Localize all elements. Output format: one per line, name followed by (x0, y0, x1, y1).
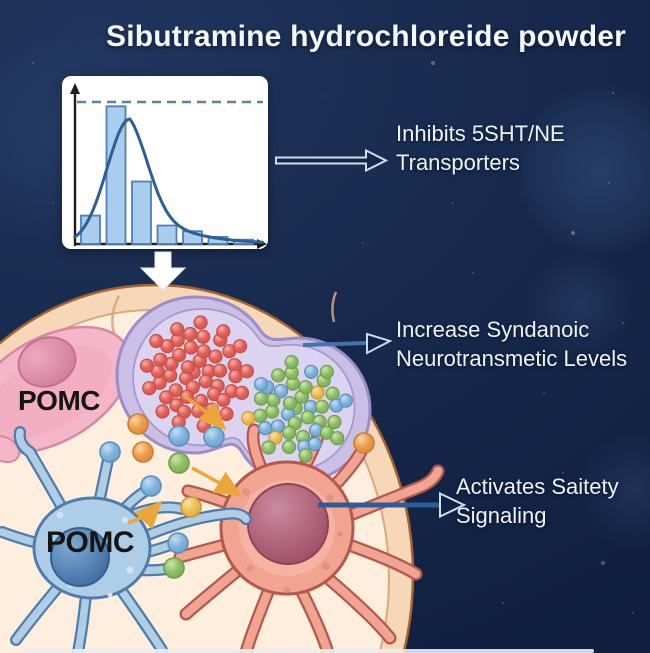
vesicle-sphere (216, 324, 231, 339)
arrow-inhibits-icon (275, 148, 389, 173)
neurotransmitter-sphere (168, 425, 190, 447)
vesicle-sphere (196, 344, 211, 359)
dendrite (181, 567, 241, 619)
histogram-chart (70, 83, 267, 249)
vesicle-sphere (208, 349, 223, 364)
vesicle-sphere (281, 439, 297, 455)
vesicle-sphere (139, 358, 155, 373)
histogram-panel (62, 76, 268, 249)
pink-cell-nucleus (17, 336, 77, 388)
annotation-inhibits: Inhibits 5SHT/NE Transporters (396, 119, 565, 177)
neurotransmitter-sphere (168, 452, 190, 474)
vesicle-sphere (307, 436, 322, 452)
vesicle-sphere (271, 368, 286, 383)
distribution-curve (73, 117, 264, 244)
annotation-line: Signaling (456, 503, 547, 528)
vesicle-sphere (338, 393, 353, 408)
dendrite (347, 541, 421, 579)
neurotransmitter-sphere (180, 496, 202, 518)
blue-neuron-nucleus (50, 527, 110, 587)
annotation-line: Activates Saitety (456, 474, 619, 499)
vesicle-sphere (170, 322, 185, 337)
vesicle-sphere (212, 363, 228, 378)
blue-neuron (0, 426, 252, 653)
histogram-bar (131, 180, 152, 245)
histogram-bar (156, 224, 178, 245)
vesicle-sphere (268, 430, 283, 445)
pomc-label-top: POMC (18, 385, 101, 416)
vesicle-green-sphere-cluster (241, 355, 353, 463)
vesicle-red-sphere-cluster (139, 315, 254, 433)
annotation-line: Neurotransmetic Levels (396, 346, 628, 371)
signal-arrows (127, 394, 243, 530)
pink-cell (0, 325, 132, 464)
vesicle-sphere (241, 411, 256, 426)
vesicle-sphere (149, 333, 164, 349)
vesicle-sphere (314, 399, 330, 414)
vesicle-sphere (233, 339, 248, 354)
vesicle-sphere (282, 425, 297, 440)
vesicle-sphere (298, 380, 313, 395)
dendrite (222, 509, 250, 523)
dendrite (297, 587, 333, 653)
pomc-label-bottom: POMC (46, 526, 135, 559)
vesicle-sphere (330, 431, 345, 446)
vesicle-sphere (234, 385, 250, 400)
vesicle-sphere (310, 385, 325, 400)
annotation-increase: Increase Syndanoic Neurotransmetic Level… (396, 315, 627, 373)
vesicle-sphere (298, 448, 313, 463)
vesicle-sphere (180, 360, 196, 375)
vesicle-sphere (142, 381, 157, 396)
vesicle-sphere (304, 364, 319, 379)
neurotransmitter-sphere (163, 557, 185, 579)
vesicle-sphere (274, 384, 289, 399)
vesicle-sphere (284, 355, 299, 370)
neurotransmitter-sphere (127, 413, 149, 435)
page-title: Sibutramine hydrochloreide powder (105, 20, 626, 53)
neurotransmitter-spheres (99, 413, 375, 579)
annotation-line: Transporters (396, 150, 520, 175)
arrow-increase-icon (302, 332, 393, 355)
vesicle-sphere (282, 396, 298, 411)
membrane-crease (111, 295, 121, 335)
neurotransmitter-sphere (99, 441, 121, 463)
vesicle-sphere (239, 364, 254, 379)
dendrite (415, 466, 443, 492)
y-axis-arrowhead (70, 83, 80, 94)
neurotransmitter-sphere (353, 432, 375, 454)
vesicle-sphere (153, 352, 168, 367)
vesicle-sphere (319, 364, 334, 379)
dendrite (15, 428, 34, 456)
vesicle-sphere (253, 391, 269, 406)
neurotransmitter-sphere (140, 475, 162, 497)
neurotransmitter-sphere (167, 532, 189, 554)
dendrite (343, 482, 425, 521)
vesicle-sphere (168, 383, 183, 398)
neurotransmitter-sphere (132, 441, 154, 463)
membrane-crease (331, 291, 338, 323)
dendrite (241, 587, 273, 653)
dendrite (248, 425, 267, 475)
vesicle-sphere (254, 377, 269, 392)
vesicle-sphere (258, 421, 273, 436)
vesicle-sphere (159, 390, 174, 405)
vesicle-sphere (196, 329, 211, 344)
vesicle-sphere (193, 315, 208, 330)
arrow-activates-icon (318, 491, 467, 519)
annotation-line: Inhibits 5SHT/NE (396, 121, 565, 146)
red-neuron-dendrites (173, 423, 445, 653)
vesicle-sphere (172, 348, 187, 363)
vesicle-sphere (155, 404, 170, 419)
vesicle-sphere (327, 414, 342, 430)
dendrite (325, 575, 395, 643)
vesicle-sphere (183, 340, 198, 355)
vesicle-sphere (261, 440, 276, 455)
annotation-line: Increase Syndanoic (396, 317, 590, 342)
annotation-activates: Activates Saitety Signaling (456, 472, 619, 530)
bottom-edge-strip (24, 649, 594, 653)
down-arrow-icon (139, 251, 187, 291)
